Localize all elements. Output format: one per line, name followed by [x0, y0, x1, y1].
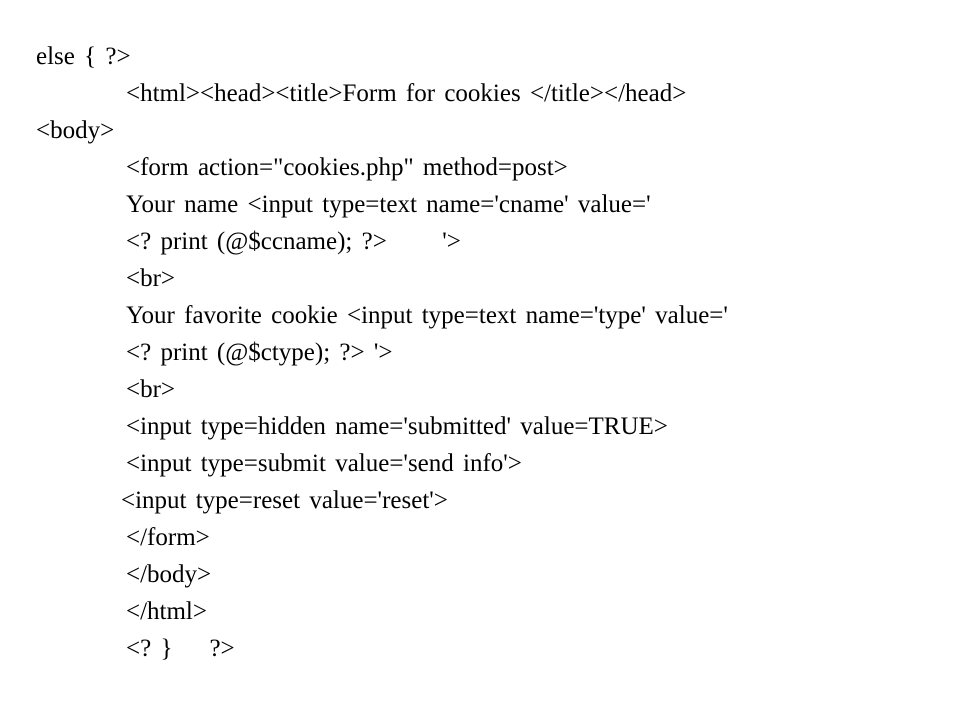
code-line-reset-input: <input type=reset value='reset'>: [121, 487, 448, 514]
code-line-hidden-input: <input type=hidden name='submitted' valu…: [126, 413, 668, 440]
code-line-php-close: <? } ?>: [126, 635, 235, 662]
code-line-br-2: <br>: [126, 376, 176, 403]
code-line-form-close: </form>: [126, 524, 210, 551]
code-line-body-close: </body>: [126, 561, 212, 588]
code-line-print-ctype: <? print (@$ctype); ?> '>: [126, 339, 393, 366]
code-line-submit-input: <input type=submit value='send info'>: [126, 450, 522, 477]
code-line-favorite-cookie-input: Your favorite cookie <input type=text na…: [126, 302, 728, 329]
code-line-br-1: <br>: [126, 265, 176, 292]
code-line-form-open: <form action="cookies.php" method=post>: [126, 154, 568, 181]
code-line-print-ccname: <? print (@$ccname); ?> '>: [126, 228, 461, 255]
code-line-else: else { ?>: [36, 43, 131, 70]
code-line-your-name-input: Your name <input type=text name='cname' …: [126, 191, 651, 218]
code-line-html-close: </html>: [126, 598, 207, 625]
code-line-html-head-title: <html><head><title>Form for cookies </ti…: [126, 80, 687, 107]
code-line-body-open: <body>: [36, 117, 115, 144]
